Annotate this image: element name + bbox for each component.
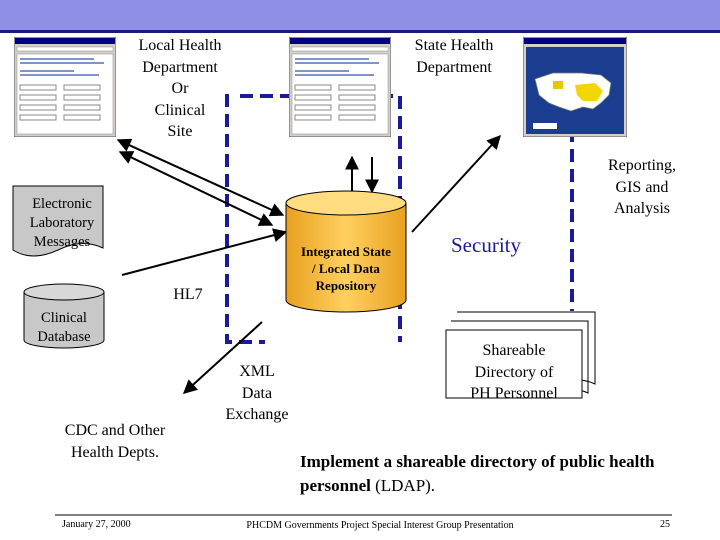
xml-exchange-label: XML Data Exchange [225, 363, 289, 424]
clinical-database-cylinder [23, 283, 105, 349]
directory-stack [445, 311, 596, 399]
footer-center: PHCDM Governments Project Special Intere… [246, 520, 514, 531]
cdc-label: CDC and Other Health Depts. [64, 422, 166, 461]
implement-bold-text: Implement a shareable directory of publi… [300, 452, 655, 495]
arrows [116, 134, 501, 394]
directory-label: Shareable Directory of PH Personnel [470, 342, 558, 403]
clinical-database-label: Clinical Database [37, 310, 91, 345]
footer-date: January 27, 2000 [62, 519, 131, 530]
repository-cylinder [285, 190, 407, 313]
footer-page-number: 25 [660, 519, 670, 530]
elr-label: Electronic Laboratory Messages [29, 196, 95, 250]
hl7-label: HL7 [173, 286, 203, 303]
reporting-label: Reporting, GIS and Analysis [608, 157, 676, 218]
security-label: Security [451, 233, 521, 257]
local-health-label: Local Health Department Or Clinical Site [138, 37, 222, 141]
browser-thumbnail-state [289, 37, 391, 137]
elr-document-shape [12, 185, 104, 257]
state-health-label: State Health Department [414, 37, 494, 76]
implement-plain-text: (LDAP). [370, 475, 436, 495]
browser-thumbnail-gis-map [523, 37, 627, 137]
title-bar [0, 0, 720, 33]
repository-label: Integrated State / Local Data Repository [301, 244, 391, 293]
browser-thumbnail-local [14, 37, 116, 137]
implement-statement: Implement a shareable directory of publi… [300, 450, 680, 498]
